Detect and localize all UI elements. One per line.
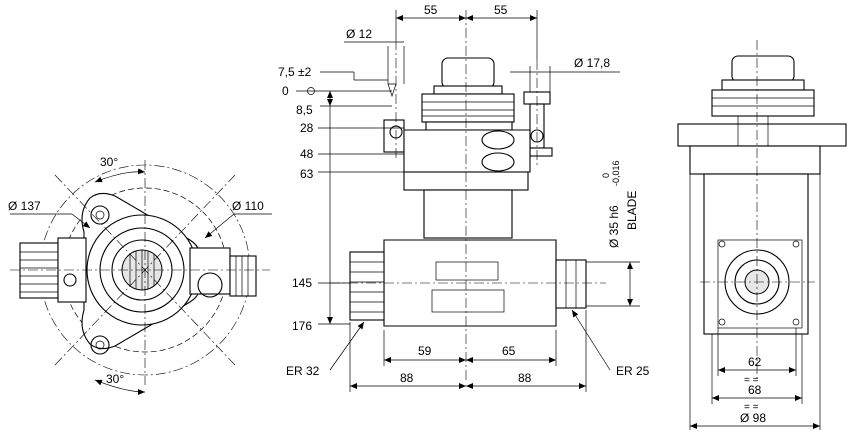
blade-label: BLADE [625,191,639,230]
angle-bottom-label: 30° [106,372,124,386]
dim-75-label: 7,5 ±2 [278,65,312,79]
dim-62-label: 62 [748,355,762,369]
front-view: 55 55 Ø 12 Ø 17,8 7,5 ±2 0 8,5 28 48 63 … [278,3,650,392]
er25-label: ER 25 [616,364,650,378]
dim-65-label: 65 [502,344,516,358]
er32-collet [349,251,385,321]
angle-top-label: 30° [100,155,118,169]
housing-upper [403,129,531,173]
er32-label: ER 32 [286,364,320,378]
dim-68-label: 68 [748,383,762,397]
dim-48-label: 48 [300,147,314,161]
right-collet-nut [229,255,257,297]
bolt-hole-bottom [90,335,110,355]
dim-55-right: 55 [494,3,508,17]
side-body [703,173,809,335]
left-view: 30° 30° Ø 137 Ø 110 [8,155,272,395]
dim-28-label: 28 [300,121,314,135]
eq-62: = = [744,375,759,386]
dim-88-right: 88 [518,371,532,385]
dia-178-label: Ø 17,8 [574,56,610,70]
dim-145-label: 145 [292,276,312,290]
er25-collet [555,259,587,309]
flange-collar [421,93,515,123]
dim-85-label: 8,5 [296,103,313,117]
dia-12-label: Ø 12 [346,27,372,41]
shank-dia-label: Ø 35 h6 [607,205,621,248]
bolt-hole-top [90,205,110,225]
right-view: 62 = = 68 = = Ø 98 [677,40,847,430]
eq-68: = = [744,402,759,413]
dia-110-label: Ø 110 [232,199,264,213]
dim-55-left: 55 [424,3,438,17]
neck [423,189,513,239]
side-housing [689,145,821,175]
dia-137-label: Ø 137 [8,199,41,213]
side-pull-stud [731,55,795,83]
dim-63-label: 63 [300,167,314,181]
dim-176-label: 176 [292,319,312,333]
dim-0-label: 0 [282,84,289,98]
shank-tol-upper: 0 [601,173,611,178]
pull-stud [441,57,495,89]
shank-tol-lower: -0,016 [611,160,621,186]
side-flange [677,123,847,147]
dim-88-left: 88 [400,371,414,385]
right-spindle [189,247,231,295]
dim-59-label: 59 [418,344,432,358]
dim-98-label: Ø 98 [740,411,766,425]
left-collet-nut [19,242,59,299]
